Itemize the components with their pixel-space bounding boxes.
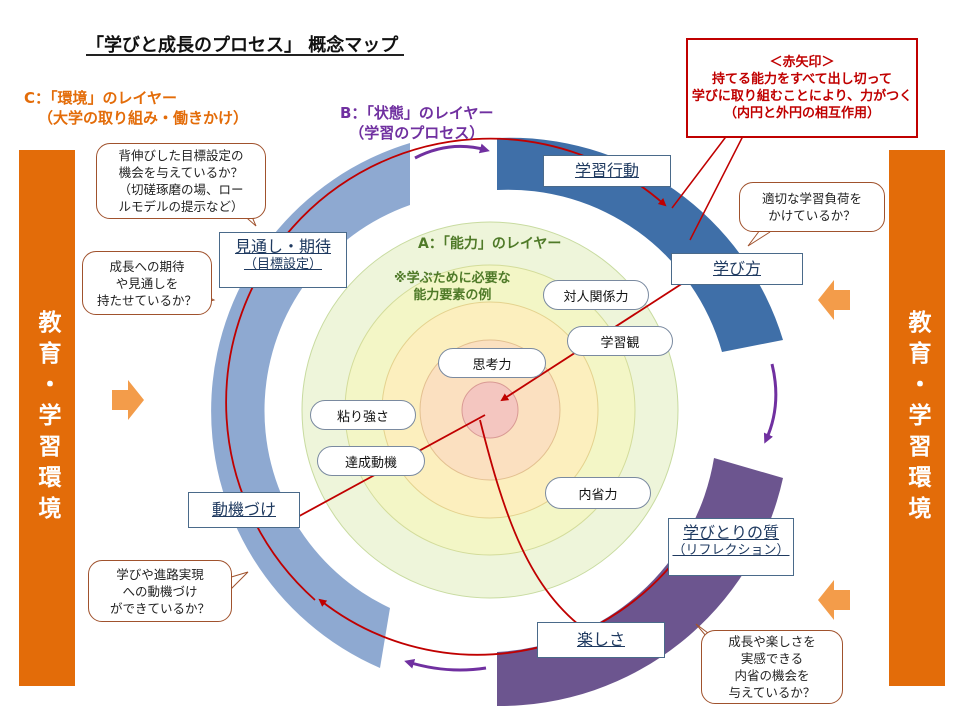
page-title: 「学びと成長のプロセス」 概念マップ xyxy=(86,35,399,56)
callout-reflection-line3: 内省の機会を xyxy=(734,668,810,683)
callout-motivation-line1: 学びや進路実現 xyxy=(116,566,204,582)
callout-reflection-opportunity: 成長や楽しさを 実感できる 内省の機会を 与えているか？ xyxy=(701,630,843,704)
layer-c-label: C：「環境」のレイヤー （大学の取り組み・働きかけ） xyxy=(24,88,248,128)
stage-reflection-main: 学びとりの質 xyxy=(682,523,779,542)
ability-introspection: 内省力 xyxy=(545,477,651,509)
stage-reflection-quality: 学びとりの質 （リフレクション） xyxy=(668,518,794,576)
stage-how-to-learn: 学び方 xyxy=(671,253,803,285)
stage-expectation-main: 見通し・期待 xyxy=(234,237,331,256)
purple-arrow-top xyxy=(414,143,490,160)
callout-expectation-line1: 成長への期待 xyxy=(109,258,185,274)
callout-reflection-line4: 与えているか？ xyxy=(728,685,816,700)
red-note-line2: 持てる能力をすべて出し切って xyxy=(712,72,892,87)
callout-goal-setting-line1: 背伸びした目標設定の xyxy=(118,148,244,163)
callout-motivation: 学びや進路実現 への動機づけ ができているか？ xyxy=(88,560,232,622)
layer-a-note-line2: 能力要素の例 xyxy=(413,288,492,303)
purple-arrow-right xyxy=(763,363,778,444)
stage-reflection-sub: （リフレクション） xyxy=(672,543,790,558)
callout-learning-load-line1: 適切な学習負荷を xyxy=(761,191,862,206)
band-right-behavior xyxy=(497,137,783,352)
layer-a-note: ※学ぶために必要な 能力要素の例 xyxy=(394,270,511,304)
orange-arrow-right-bottom xyxy=(818,580,850,620)
callout-goal-setting-line3: （切磋琢磨の場、ロー xyxy=(118,182,244,197)
stage-expectation: 見通し・期待 （目標設定） xyxy=(219,232,347,288)
callout-expectation-line2: や見通しを xyxy=(115,275,179,291)
callout-tail-bottom-left xyxy=(227,571,249,591)
callout-expectation: 成長への期待 や見通しを 持たせているか？ xyxy=(82,251,212,315)
callout-tail-top-right xyxy=(747,229,771,247)
red-note-line4: （内円と外円の相互作用） xyxy=(723,106,880,121)
orange-arrow-right-top xyxy=(818,280,850,320)
callout-motivation-line3: ができているか？ xyxy=(109,600,210,616)
red-note-line3: 学びに取り組むことにより、力がつく xyxy=(691,89,913,104)
orange-arrow-left xyxy=(112,380,144,420)
ability-interpersonal: 対人関係力 xyxy=(543,280,649,310)
callout-goal-setting-line2: 機会を与えているか？ xyxy=(118,165,244,180)
callout-learning-load-line2: かけているか？ xyxy=(768,208,856,223)
layer-b-line1: B：「状態」のレイヤー xyxy=(340,104,494,122)
stage-enjoyment: 楽しさ xyxy=(537,622,665,658)
purple-arrow-bottom xyxy=(404,658,487,672)
callout-reflection-line1: 成長や楽しさを xyxy=(728,634,816,649)
callout-expectation-line3: 持たせているか？ xyxy=(96,292,197,308)
callout-reflection-line2: 実感できる xyxy=(740,651,804,666)
red-note-line1: ＜赤矢印＞ xyxy=(769,55,835,70)
red-note-pointer xyxy=(671,133,745,241)
red-arrow-core-to-tanoshisa xyxy=(479,419,589,633)
callout-learning-load: 適切な学習負荷を かけているか？ xyxy=(739,182,885,232)
stage-motivation: 動機づけ xyxy=(188,492,300,528)
stage-expectation-sub: （目標設定） xyxy=(243,257,322,272)
layer-c-line2: （大学の取り組み・働きかけ） xyxy=(38,109,249,127)
callout-goal-setting-line4: ルモデルの提示など） xyxy=(118,199,244,214)
layer-a-label: A：「能力」のレイヤー xyxy=(418,236,562,252)
environment-bar-left: 教育・学習環境 xyxy=(19,150,75,686)
layer-a-note-line1: ※学ぶために必要な xyxy=(394,271,511,286)
layer-c-line1: C：「環境」のレイヤー xyxy=(24,89,178,107)
ability-achievement-motive: 達成動機 xyxy=(317,446,425,476)
ability-thinking: 思考力 xyxy=(438,348,546,378)
red-arrow-note: ＜赤矢印＞ 持てる能力をすべて出し切って 学びに取り組むことにより、力がつく （… xyxy=(686,38,918,138)
layer-b-line2: （学習のプロセス） xyxy=(349,124,485,142)
callout-motivation-line2: への動機づけ xyxy=(122,583,198,599)
environment-bar-right: 教育・学習環境 xyxy=(889,150,945,686)
ability-perseverance: 粘り強さ xyxy=(310,400,416,430)
stage-learning-behavior: 学習行動 xyxy=(543,155,671,187)
ring-core xyxy=(461,381,519,439)
title-underline xyxy=(86,54,404,56)
callout-goal-setting: 背伸びした目標設定の 機会を与えているか？ （切磋琢磨の場、ロー ルモデルの提示… xyxy=(96,143,266,219)
red-cycle-arrow-lower xyxy=(318,539,691,656)
ability-learning-view: 学習観 xyxy=(567,326,673,356)
layer-b-label: B：「状態」のレイヤー （学習のプロセス） xyxy=(340,103,493,143)
